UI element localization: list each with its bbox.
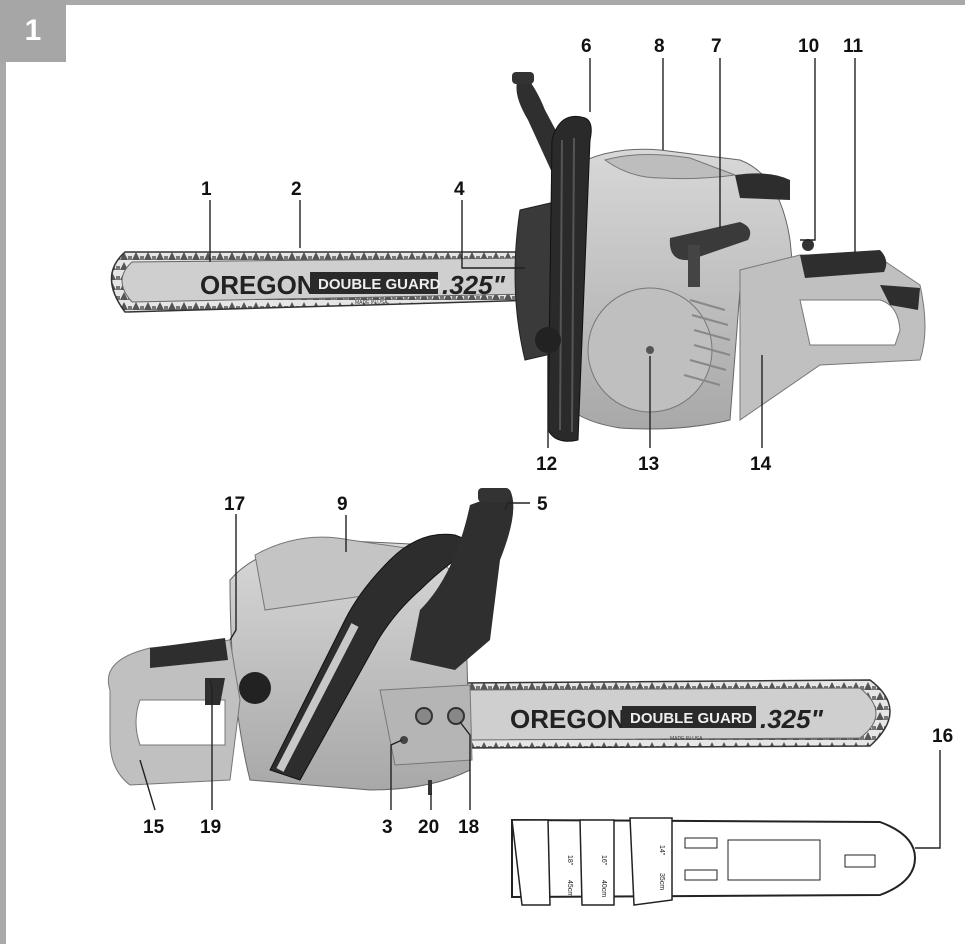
callout-18: 18 bbox=[458, 817, 479, 838]
callout-6: 6 bbox=[581, 36, 592, 57]
callout-19: 19 bbox=[200, 817, 221, 838]
callout-5: 5 bbox=[537, 494, 548, 515]
callout-14: 14 bbox=[750, 454, 772, 475]
callout-7: 7 bbox=[711, 36, 722, 57]
bar-origin-bottom: MADE IN USA bbox=[670, 736, 703, 742]
bar-brand-bottom: OREGON bbox=[510, 704, 626, 734]
chainsaw-top-view: OREGON DOUBLE GUARD .325" MADE IN USA bbox=[110, 72, 926, 442]
callout-17: 17 bbox=[224, 494, 245, 515]
callout-15: 15 bbox=[143, 817, 165, 838]
bar-brand-top: OREGON bbox=[200, 270, 316, 300]
cover-mark-40cm: 40cm bbox=[600, 880, 607, 897]
cover-mark-35cm: 35cm bbox=[658, 873, 665, 890]
frame-left-border bbox=[0, 0, 6, 944]
callout-20: 20 bbox=[418, 817, 439, 838]
callout-16: 16 bbox=[932, 726, 953, 747]
chainsaw-bottom-view: OREGON DOUBLE GUARD .325" MADE IN USA bbox=[108, 488, 891, 795]
callout-2: 2 bbox=[291, 179, 302, 200]
bar-pitch-bottom: .325" bbox=[760, 704, 824, 734]
callout-4: 4 bbox=[454, 179, 465, 200]
callout-12: 12 bbox=[536, 454, 557, 475]
callout-11: 11 bbox=[843, 36, 864, 57]
cover-mark-18in: 18" bbox=[566, 855, 573, 866]
guide-bar-cover: 18" 16" 14" 45cm 40cm 35cm bbox=[511, 817, 917, 906]
front-handle-top bbox=[547, 115, 592, 442]
frame-top-border bbox=[0, 0, 965, 5]
leader-lines bbox=[139, 58, 941, 849]
bar-model-bottom: DOUBLE GUARD bbox=[630, 710, 753, 727]
callout-3: 3 bbox=[382, 817, 393, 838]
callout-numbers: 1 2 3 4 5 6 7 8 9 10 11 12 13 14 15 16 1… bbox=[143, 36, 953, 838]
chain-brake-guard-bottom bbox=[410, 490, 514, 670]
bar-origin-top: MADE IN USA bbox=[355, 300, 388, 306]
cover-mark-45cm: 45cm bbox=[566, 880, 573, 897]
bar-model-box-top bbox=[310, 272, 438, 294]
knob-12-top bbox=[535, 327, 561, 353]
callout-1: 1 bbox=[201, 179, 212, 200]
cover-mark-16in: 16" bbox=[600, 855, 607, 866]
callout-10: 10 bbox=[798, 36, 819, 57]
cover-mark-14in: 14" bbox=[658, 845, 665, 856]
callout-13: 13 bbox=[638, 454, 659, 475]
callout-8: 8 bbox=[654, 36, 665, 57]
callout-9: 9 bbox=[337, 494, 348, 515]
figure-number-badge: 1 bbox=[0, 0, 66, 62]
bar-pitch-top: .325" bbox=[442, 270, 506, 300]
bar-model-top: DOUBLE GUARD bbox=[318, 276, 441, 293]
